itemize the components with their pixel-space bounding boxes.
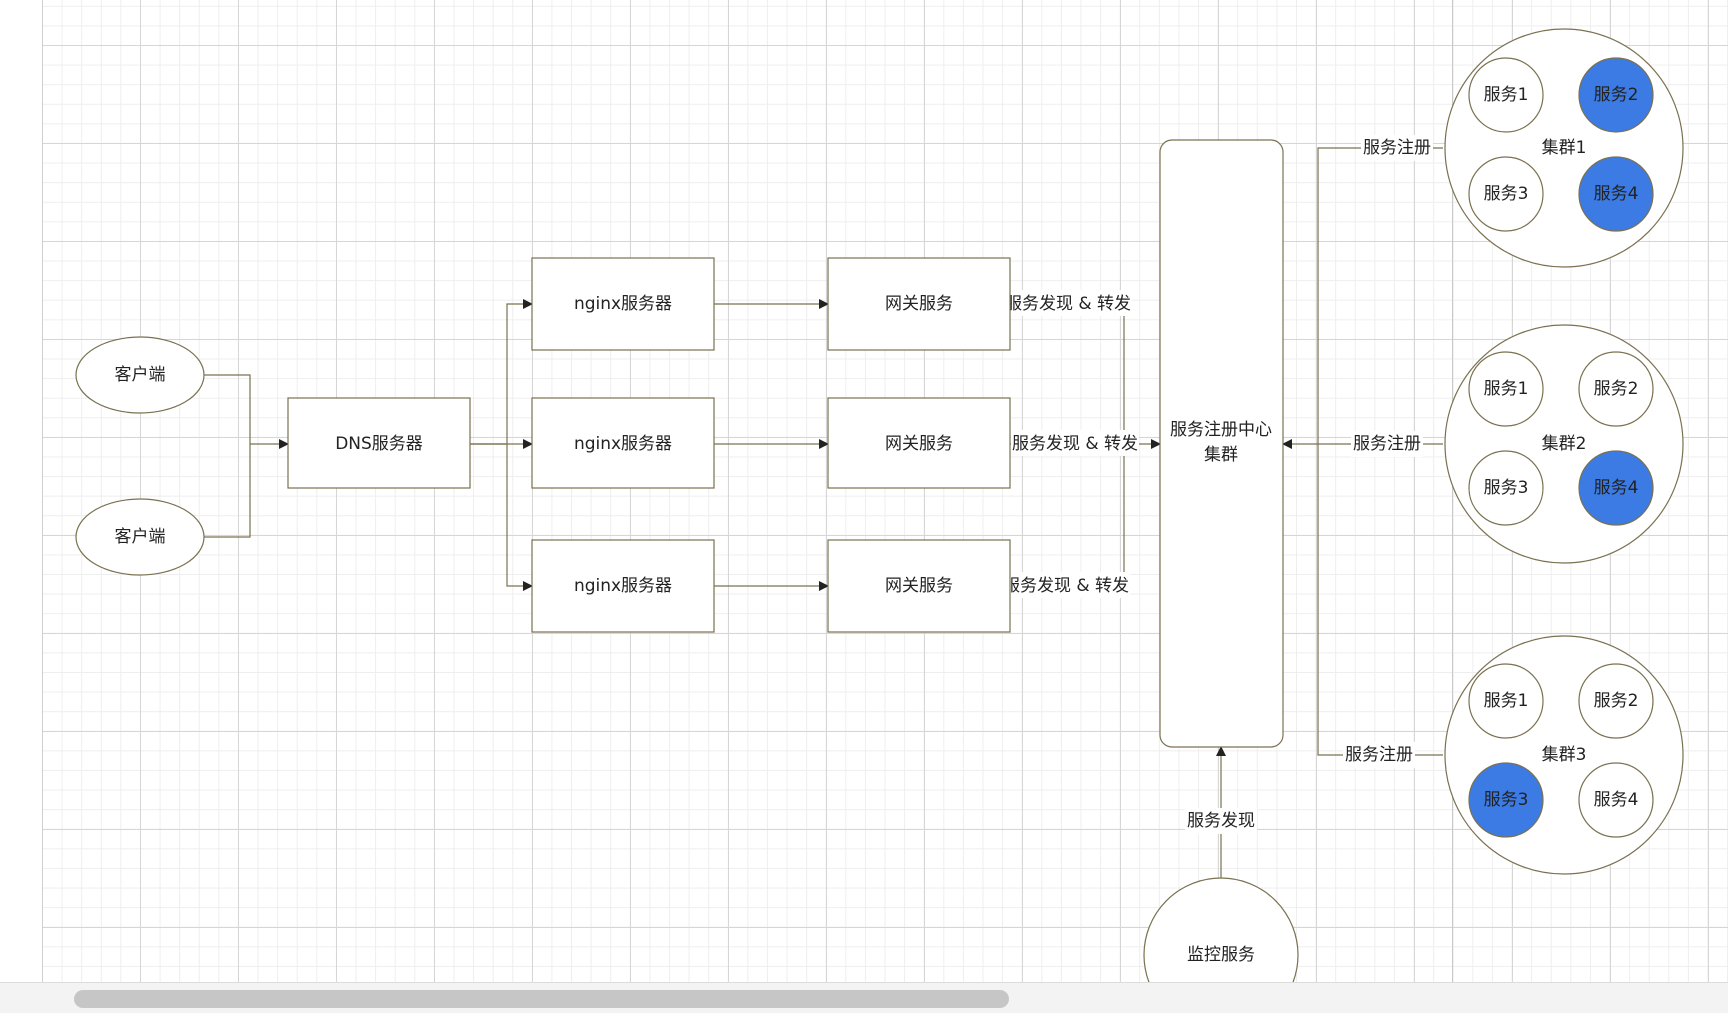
- service-label-c1-s3: 服务3: [1484, 184, 1529, 204]
- cluster-label-1: 集群1: [1542, 138, 1587, 158]
- edge-dns-nginx3[interactable]: [506, 444, 533, 591]
- gateway-service-node-1[interactable]: 网关服务: [827, 257, 1011, 351]
- service-circle-c3-s2[interactable]: [1578, 663, 1654, 739]
- left-ruler: [0, 0, 43, 982]
- dns-server-label: DNS服务器: [335, 434, 423, 454]
- service-circle-c1-s4[interactable]: [1578, 156, 1654, 232]
- edge-label-gateway3: 服务发现 & 转发: [1003, 576, 1129, 596]
- nginx-server-node-3[interactable]: nginx服务器: [531, 539, 715, 633]
- service-circle-c3-s1[interactable]: [1468, 663, 1544, 739]
- service-label-c2-s1: 服务1: [1484, 379, 1529, 399]
- service-circle-c2-s3[interactable]: [1468, 450, 1544, 526]
- gateway-service-label-3: 网关服务: [885, 576, 953, 596]
- horizontal-scrollbar-thumb[interactable]: [74, 990, 1009, 1008]
- cluster-label-2: 集群2: [1542, 434, 1587, 454]
- service-circle-c2-s1[interactable]: [1468, 351, 1544, 427]
- service-label-c2-s3: 服务3: [1484, 478, 1529, 498]
- page-break-line: [1452, 0, 1453, 982]
- gateway-service-label-2: 网关服务: [885, 434, 953, 454]
- edge-gateway1-registry[interactable]: [1010, 303, 1125, 444]
- edge-label-gateway2: 服务发现 & 转发: [1012, 434, 1138, 454]
- service-label-c1-s4: 服务4: [1594, 184, 1639, 204]
- service-label-c3-s2: 服务2: [1594, 691, 1639, 711]
- service-label-c3-s4: 服务4: [1594, 790, 1639, 810]
- service-circle-c2-s2[interactable]: [1578, 351, 1654, 427]
- cluster-label-3: 集群3: [1542, 745, 1587, 765]
- architecture-diagram: 服务发现 & 转发 服务发现 & 转发 服务发现 & 转发 服务注册 服务注册 …: [75, 28, 1684, 982]
- dns-server-node[interactable]: DNS服务器: [287, 397, 471, 489]
- service-circle-c1-s3[interactable]: [1468, 156, 1544, 232]
- client-node-1[interactable]: 客户端: [75, 336, 205, 414]
- edge-label-cluster2: 服务注册: [1353, 434, 1421, 454]
- gateway-service-node-2[interactable]: 网关服务: [827, 397, 1011, 489]
- registry-cluster-node[interactable]: 服务注册中心 集群: [1159, 139, 1284, 748]
- edge-label-gateway1: 服务发现 & 转发: [1005, 294, 1131, 314]
- service-label-c1-s2: 服务2: [1594, 85, 1639, 105]
- client-label-2: 客户端: [115, 527, 166, 547]
- edge-client1-dns[interactable]: [204, 374, 289, 449]
- service-label-c2-s2: 服务2: [1594, 379, 1639, 399]
- edge-cluster3-registry[interactable]: [1317, 444, 1443, 756]
- nginx-server-node-1[interactable]: nginx服务器: [531, 257, 715, 351]
- service-label-c1-s1: 服务1: [1484, 85, 1529, 105]
- service-circle-c3-s3[interactable]: [1468, 762, 1544, 838]
- cluster-node-1[interactable]: 集群1 服务1 服务2 服务3 服务4: [1444, 28, 1684, 268]
- client-node-2[interactable]: 客户端: [75, 498, 205, 576]
- client-label-1: 客户端: [115, 365, 166, 385]
- registry-label-line2: 集群: [1204, 445, 1238, 465]
- gateway-service-label-1: 网关服务: [885, 294, 953, 314]
- edge-client2-dns[interactable]: [204, 444, 251, 538]
- edge-label-cluster1: 服务注册: [1363, 138, 1431, 158]
- service-circle-c1-s2[interactable]: [1578, 57, 1654, 133]
- edge-label-monitor: 服务发现: [1187, 811, 1255, 831]
- edge-dns-nginx1[interactable]: [470, 299, 533, 445]
- service-circle-c2-s4[interactable]: [1578, 450, 1654, 526]
- service-circle-c3-s4[interactable]: [1578, 762, 1654, 838]
- monitor-service-node[interactable]: 监控服务: [1143, 877, 1299, 982]
- nginx-server-node-2[interactable]: nginx服务器: [531, 397, 715, 489]
- nginx-server-label-1: nginx服务器: [574, 294, 672, 314]
- gateway-service-node-3[interactable]: 网关服务: [827, 539, 1011, 633]
- service-circle-c1-s1[interactable]: [1468, 57, 1544, 133]
- monitor-service-label: 监控服务: [1187, 945, 1255, 965]
- cluster-node-2[interactable]: 集群2 服务1 服务2 服务3 服务4: [1444, 324, 1684, 564]
- service-label-c2-s4: 服务4: [1594, 478, 1639, 498]
- edge-label-cluster3: 服务注册: [1345, 745, 1413, 765]
- registry-label-line1: 服务注册中心: [1170, 420, 1272, 440]
- horizontal-scrollbar[interactable]: [0, 982, 1728, 1013]
- diagram-canvas[interactable]: 服务发现 & 转发 服务发现 & 转发 服务发现 & 转发 服务注册 服务注册 …: [0, 0, 1728, 982]
- nginx-server-label-3: nginx服务器: [574, 576, 672, 596]
- edge-cluster1-registry[interactable]: [1317, 147, 1443, 444]
- nginx-server-label-2: nginx服务器: [574, 434, 672, 454]
- service-label-c3-s1: 服务1: [1484, 691, 1529, 711]
- edge-gateway3-registry[interactable]: [1010, 444, 1125, 587]
- service-label-c3-s3: 服务3: [1484, 790, 1529, 810]
- cluster-node-3[interactable]: 集群3 服务1 服务2 服务3 服务4: [1444, 635, 1684, 875]
